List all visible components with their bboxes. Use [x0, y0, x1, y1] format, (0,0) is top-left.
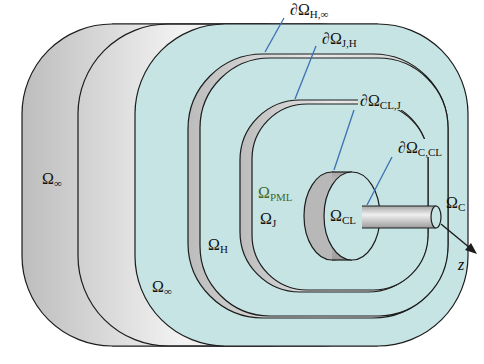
subscript: PML	[270, 191, 293, 203]
symbol: Ω	[260, 210, 272, 227]
region-label: Ω∞	[150, 278, 174, 296]
symbol: ∂Ω	[360, 92, 380, 109]
symbol: Ω	[208, 236, 220, 253]
axis-label: z	[456, 256, 466, 274]
region-label: ΩJ	[258, 210, 278, 228]
symbol: ∂Ω	[398, 139, 418, 156]
subscript: CL	[342, 214, 356, 226]
subscript: H,∞	[310, 8, 329, 20]
subscript: H	[220, 243, 228, 255]
symbol: Ω	[446, 194, 458, 211]
boundary-label: ∂ΩJ,H	[320, 30, 359, 48]
symbol: ∂Ω	[322, 30, 342, 47]
subscript: ∞	[164, 285, 172, 297]
boundary-label: ∂ΩCL,J	[358, 92, 403, 110]
symbol: z	[458, 256, 464, 273]
region-label: ΩH	[206, 236, 230, 254]
symbol: Ω	[258, 184, 270, 201]
subscript: C	[458, 201, 465, 213]
region-label: ΩCL	[328, 207, 358, 225]
symbol: Ω	[152, 278, 164, 295]
symbol: ∂Ω	[290, 1, 310, 18]
subscript: CL,J	[380, 99, 401, 111]
subscript: J,H	[342, 37, 357, 49]
subscript: C,CL	[418, 146, 442, 158]
region-label: ΩPML	[256, 184, 295, 202]
boundary-label: ∂ΩH,∞	[288, 1, 330, 19]
symbol: Ω	[330, 207, 342, 224]
subscript: ∞	[54, 177, 62, 189]
boundary-label: ∂ΩC,CL	[396, 139, 444, 157]
leader-lines	[265, 18, 392, 205]
region-label: ΩC	[444, 194, 467, 212]
region-label: Ω∞	[40, 170, 64, 188]
subscript: J	[272, 217, 276, 229]
symbol: Ω	[42, 170, 54, 187]
